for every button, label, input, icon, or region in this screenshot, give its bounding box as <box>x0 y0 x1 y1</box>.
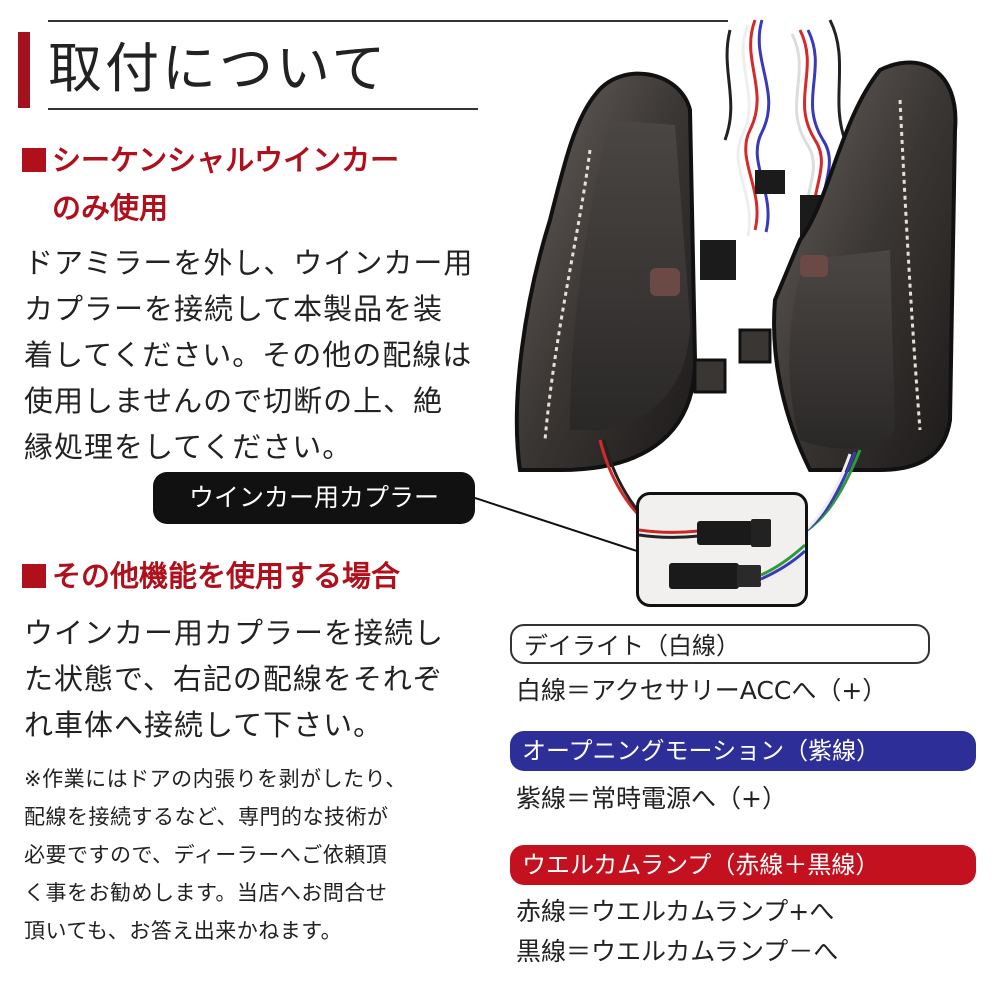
opening-motion-desc: 紫線＝常時電源へ（+） <box>516 784 787 813</box>
title-bottom-rule <box>48 108 478 110</box>
welcome-lamp-desc-red: 赤線＝ウエルカムランプ+へ <box>516 897 835 926</box>
body-line: 使用しませんので切断の上、絶 <box>24 384 444 418</box>
welcome-lamp-label: ウエルカムランプ（赤線＋黒線） <box>510 845 976 885</box>
title-top-rule <box>48 20 728 22</box>
section2-body: ウインカー用カプラーを接続し た状態で、右記の配線をそれぞ れ車体へ接続して下さ… <box>24 610 494 748</box>
page-title: 取付について <box>48 37 389 100</box>
note-line: 必要ですので、ディーラーへご依頼頂 <box>24 843 388 867</box>
body-line: 着してください。その他の配線は <box>24 338 473 372</box>
coupler-icon <box>639 519 805 589</box>
coupler-label: ウインカー用カプラー <box>153 472 475 524</box>
mirror-product-photo <box>514 19 958 555</box>
body-line: ドアミラーを外し、ウインカー用 <box>24 246 474 280</box>
note-line: ※作業にはドアの内張りを剥がしたり、 <box>24 767 407 791</box>
section1-heading: シーケンシャルウインカー <box>22 140 399 180</box>
note-line: く事をお勧めします。当店へお問合せ <box>24 881 388 905</box>
daylight-label: デイライト（白線） <box>510 624 930 664</box>
body-line: ウインカー用カプラーを接続し <box>24 616 445 650</box>
welcome-lamp-desc-black: 黒線＝ウエルカムランプ－へ <box>516 937 839 966</box>
pointer-line <box>475 497 641 553</box>
section1-heading-line1: シーケンシャルウインカー <box>52 143 400 177</box>
note-line: 頂いても、お答え出来かねます。 <box>24 919 343 943</box>
section1-heading-line2: のみ使用 <box>52 191 169 225</box>
body-line: 縁処理をしてください。 <box>24 430 353 464</box>
section2-heading-text: その他機能を使用する場合 <box>52 559 401 593</box>
section2-note: ※作業にはドアの内張りを剥がしたり、 配線を接続するなど、専門的な技術が 必要で… <box>24 760 494 950</box>
note-line: 配線を接続するなど、専門的な技術が <box>24 805 389 829</box>
bullet-square-icon <box>22 564 46 588</box>
body-line: れ車体へ接続して下さい。 <box>24 708 384 742</box>
title-accent-bar <box>18 32 30 108</box>
coupler-closeup-photo <box>636 492 808 607</box>
section2-heading: その他機能を使用する場合 <box>22 556 400 596</box>
daylight-desc: 白線＝アクセサリーACCへ（+） <box>516 676 888 705</box>
section1-body: ドアミラーを外し、ウインカー用 カプラーを接続して本製品を装 着してください。そ… <box>24 240 484 470</box>
bullet-square-icon <box>22 148 46 172</box>
body-line: カプラーを接続して本製品を装 <box>24 292 444 326</box>
body-line: た状態で、右記の配線をそれぞ <box>24 662 443 696</box>
opening-motion-label: オープニングモーション（紫線） <box>510 731 976 771</box>
